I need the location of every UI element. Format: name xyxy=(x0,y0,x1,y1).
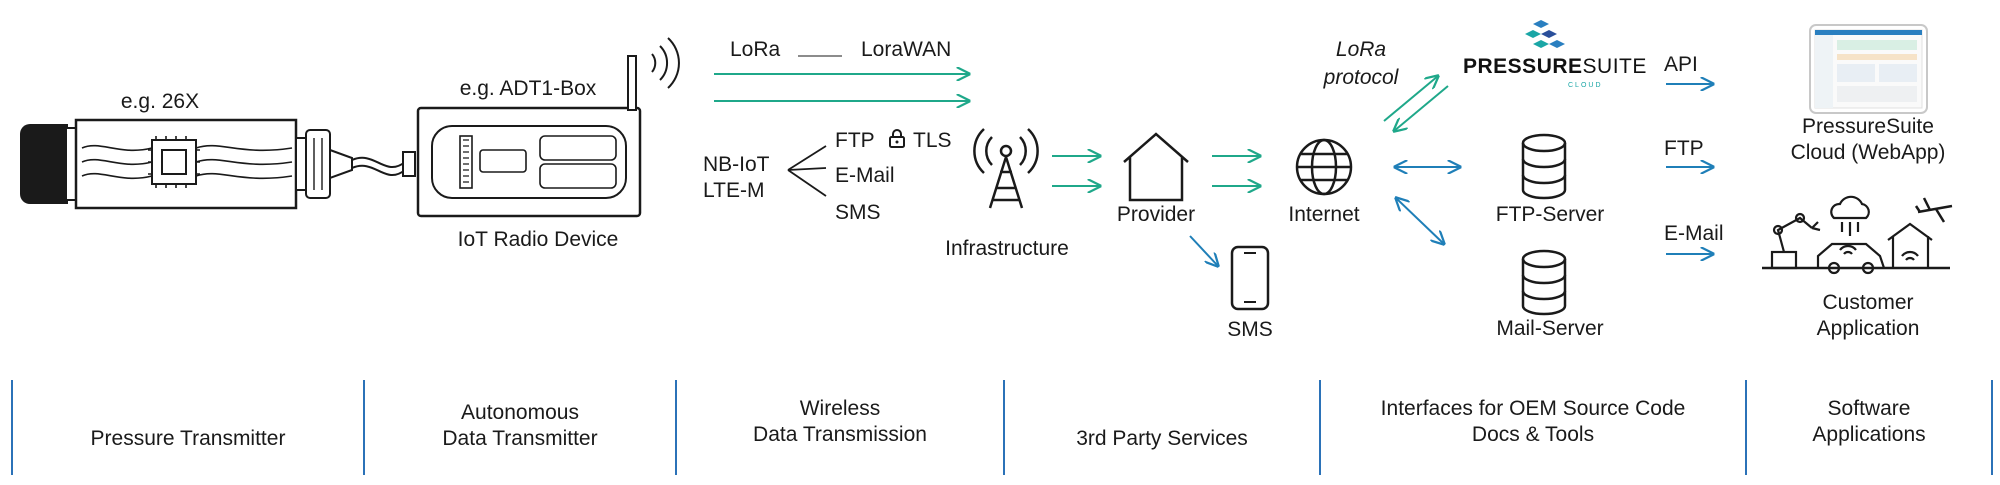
ftp-app-label: FTP xyxy=(1664,137,1704,160)
category-line: Wireless xyxy=(799,397,881,420)
internet-label: Internet xyxy=(1288,203,1360,226)
pressuresuite-logo: PRESSURESUITE xyxy=(1463,55,1647,78)
category-interfaces-oem: Interfaces for OEM Source Code Docs & To… xyxy=(1381,396,1686,448)
category-line: Data Transmission xyxy=(753,423,927,446)
branch-lines-top xyxy=(787,145,827,171)
category-line: Applications xyxy=(1812,423,1926,446)
sms-wireless-label: SMS xyxy=(835,201,881,224)
category-3rd-party-services: 3rd Party Services xyxy=(1076,400,1248,452)
lora-protocol-label-2: protocol xyxy=(1323,66,1399,89)
lora-label: LoRa xyxy=(730,38,781,61)
nbiot-label: NB-IoT xyxy=(703,153,770,176)
category-line: Pressure Transmitter xyxy=(90,427,286,450)
provider-house-icon xyxy=(1123,132,1189,202)
category-line: Autonomous xyxy=(461,401,579,424)
mail-server-label: Mail-Server xyxy=(1496,317,1604,340)
radio-device-label: IoT Radio Device xyxy=(457,228,619,251)
category-line: Docs & Tools xyxy=(1471,423,1595,446)
sms-service-label: SMS xyxy=(1227,318,1273,341)
email-app-label: E-Mail xyxy=(1664,222,1724,245)
webapp-screenshot-icon xyxy=(1809,24,1928,114)
category-autonomous-data-transmitter: Autonomous Data Transmitter xyxy=(442,400,597,452)
category-line: Data Transmitter xyxy=(442,427,598,450)
category-wireless-data-transmission: Wireless Data Transmission xyxy=(753,396,927,448)
customer-application-icon xyxy=(1762,195,1953,275)
category-line xyxy=(1076,400,1248,426)
customer-label-2: Application xyxy=(1816,317,1920,340)
category-pressure-transmitter: Pressure Transmitter xyxy=(91,400,286,452)
category-line: Interfaces for OEM Source Code xyxy=(1380,397,1686,420)
pressure-transmitter-icon xyxy=(20,118,416,210)
category-line: Software xyxy=(1827,397,1911,420)
iot-radio-device-icon xyxy=(416,37,680,218)
provider-label: Provider xyxy=(1116,203,1196,226)
lora-protocol-arrow-down xyxy=(1394,85,1449,131)
provider-sms-arrow xyxy=(1189,235,1218,266)
pressuresuite-label-1: PressureSuite xyxy=(1802,115,1934,138)
box-example-label: e.g. ADT1-Box xyxy=(459,77,597,100)
ftp-wireless-label: FTP xyxy=(835,129,875,152)
lorawan-label: LoraWAN xyxy=(861,38,952,61)
internet-mail-arrow xyxy=(1396,198,1444,244)
pressuresuite-label-2: Cloud (WebApp) xyxy=(1790,141,1946,164)
phone-icon xyxy=(1230,245,1270,311)
category-dividers xyxy=(11,380,1993,475)
lock-icon xyxy=(889,129,905,148)
category-software-applications: Software Applications xyxy=(1812,396,1925,448)
ftp-server-label: FTP-Server xyxy=(1495,203,1605,226)
customer-label-1: Customer xyxy=(1822,291,1914,314)
radio-tower-icon xyxy=(973,128,1039,209)
ftp-server-database-icon xyxy=(1521,133,1567,200)
api-label: API xyxy=(1664,53,1698,76)
transmitter-example-label: e.g. 26X xyxy=(120,90,200,113)
lora-protocol-arrow-up xyxy=(1383,76,1438,122)
pressuresuite-logo-sub: CLOUD xyxy=(1568,82,1603,89)
email-wireless-label: E-Mail xyxy=(835,164,895,187)
lora-protocol-label-1: LoRa xyxy=(1335,38,1387,61)
globe-icon xyxy=(1295,138,1353,196)
tls-label: TLS xyxy=(913,129,952,152)
mail-server-database-icon xyxy=(1521,249,1567,316)
category-line xyxy=(91,400,286,426)
category-line: 3rd Party Services xyxy=(1076,427,1248,450)
infrastructure-label: Infrastructure xyxy=(945,237,1069,260)
ltem-label: LTE-M xyxy=(703,179,765,202)
branch-lines xyxy=(787,167,827,197)
pressuresuite-logo-icon xyxy=(1525,20,1565,48)
